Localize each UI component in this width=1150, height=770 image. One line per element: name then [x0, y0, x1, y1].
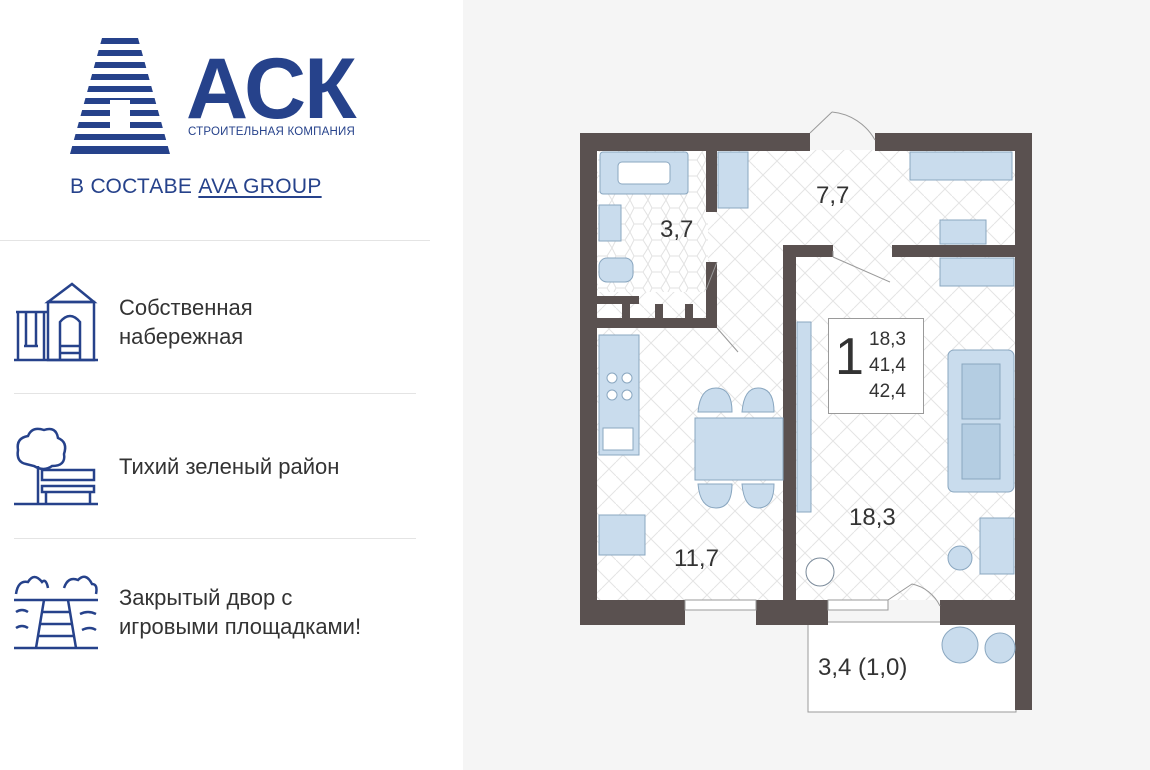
walls	[580, 133, 1032, 710]
tree-bench-icon	[14, 427, 98, 506]
closet-icon	[939, 257, 1015, 287]
total-area: 41,4	[869, 355, 906, 376]
fridge-icon	[598, 514, 646, 556]
chair-icon	[697, 387, 733, 413]
divider	[14, 538, 416, 539]
dining-table-icon	[694, 417, 784, 481]
room-label-living: 18,3	[849, 504, 896, 531]
stool-icon	[947, 545, 973, 571]
company-logo-icon	[70, 38, 170, 154]
apartment-summary: 1 18,3 41,4 42,4	[828, 318, 924, 414]
chair-icon	[741, 387, 775, 413]
info-panel: АСК СТРОИТЕЛЬНАЯ КОМПАНИЯ В СОСТАВЕ AVA …	[0, 0, 463, 770]
balcony-chair-icon	[984, 632, 1016, 664]
group-prefix: В СОСТАВЕ	[70, 175, 193, 198]
plant-icon	[805, 557, 835, 587]
room-label-hall: 7,7	[816, 182, 850, 209]
chair-icon	[697, 483, 733, 509]
tv-stand-icon	[796, 321, 812, 513]
living-area: 18,3	[869, 329, 906, 350]
divider	[0, 240, 430, 241]
washer-icon	[717, 151, 749, 209]
rooms-count: 1	[835, 328, 864, 386]
balcony-table-icon	[941, 626, 979, 664]
room-label-bathroom: 3,7	[660, 216, 694, 243]
chair-icon	[741, 483, 775, 509]
feature-text: Собственная набережная	[119, 295, 253, 349]
wardrobe-icon	[909, 151, 1013, 181]
windows	[684, 599, 889, 611]
total-area-with-balcony: 42,4	[869, 381, 906, 402]
shoe-rack-icon	[939, 219, 987, 245]
divider	[14, 393, 416, 394]
washbasin-icon	[598, 204, 622, 242]
playground-icon	[14, 282, 98, 362]
group-name-link[interactable]: AVA GROUP	[198, 175, 322, 198]
doors	[705, 111, 941, 607]
brand-name: АСК	[186, 41, 357, 137]
furniture	[598, 151, 1016, 664]
area-values: 18,3 41,4 42,4	[869, 327, 906, 405]
floor-plan	[580, 111, 1032, 713]
feature-text: Закрытый двор с игровыми площадками!	[119, 585, 362, 639]
feature-text: Тихий зеленый район	[119, 454, 340, 479]
toilet-icon	[598, 257, 634, 283]
group-line: В СОСТАВЕ AVA GROUP	[70, 175, 322, 199]
room-label-balcony: 3,4 (1,0)	[818, 654, 908, 681]
brand-subtitle: СТРОИТЕЛЬНАЯ КОМПАНИЯ	[188, 126, 355, 138]
room-label-kitchen: 11,7	[674, 545, 719, 572]
pier-icon	[14, 575, 98, 650]
piano-icon	[979, 517, 1015, 575]
